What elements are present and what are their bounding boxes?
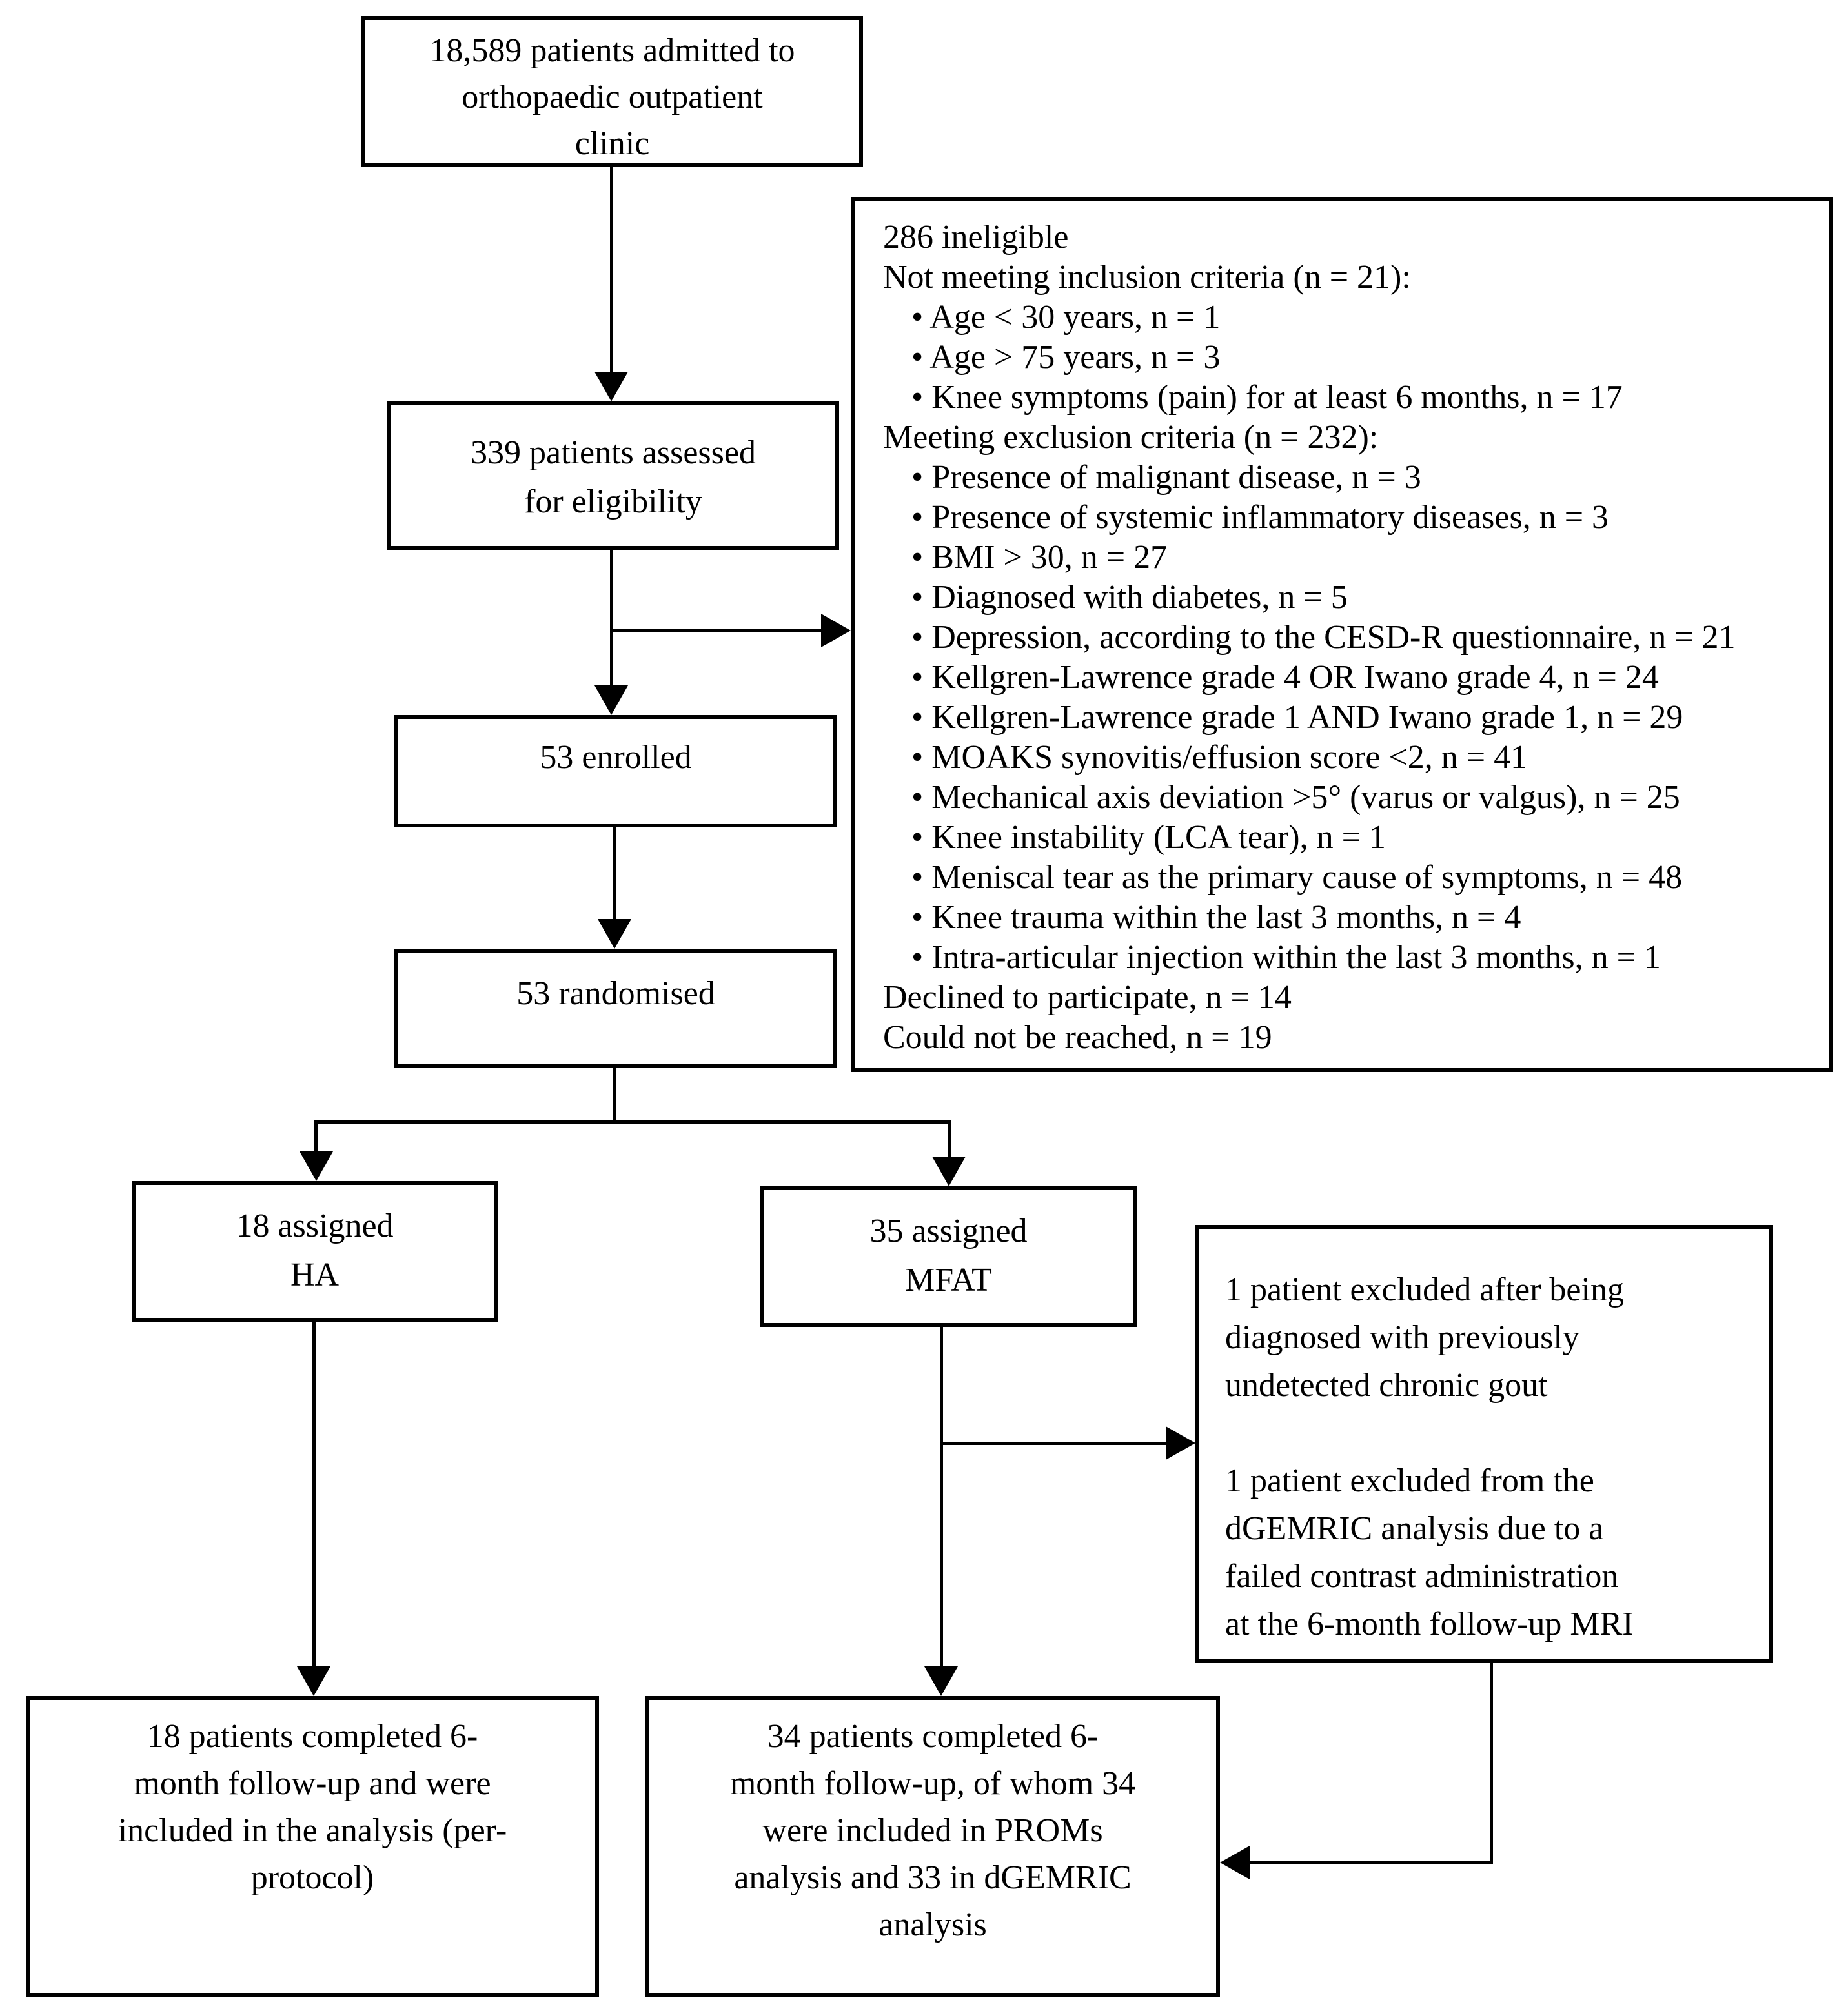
ineligible-line: 286 ineligible (883, 219, 1069, 256)
box-assessed-line: for eligibility (524, 483, 702, 520)
ineligible-line: Could not be reached, n = 19 (883, 1019, 1272, 1056)
box-randomised-label: 53 randomised (516, 975, 715, 1012)
flow-line-ha-completed (312, 1322, 316, 1670)
ineligible-line: • Presence of malignant disease, n = 3 (911, 459, 1421, 496)
ineligible-line: • Age > 75 years, n = 3 (911, 339, 1221, 376)
box-admitted: 18,589 patients admitted to orthopaedic … (361, 16, 863, 167)
ineligible-line: • Mechanical axis deviation >5° (varus o… (911, 779, 1680, 816)
assigned-ha-line: 18 assigned (236, 1208, 394, 1244)
box-assigned-mfat: 35 assigned MFAT (760, 1186, 1137, 1327)
paragraph-gap (1199, 1410, 1769, 1457)
flow-line-split-ha (314, 1120, 318, 1155)
ineligible-line: • Knee trauma within the last 3 months, … (911, 899, 1521, 936)
completed-mfat-line: 34 patients completed 6- (767, 1718, 1099, 1755)
arrowhead-into-completed-mfat (924, 1666, 958, 1696)
box-assessed-line: 339 patients assessed (471, 434, 756, 471)
excluded-line: diagnosed with previously (1225, 1319, 1579, 1356)
completed-mfat-line: analysis and 33 in dGEMRIC (734, 1859, 1132, 1896)
excluded-line: at the 6-month follow-up MRI (1225, 1606, 1634, 1642)
excluded-line: undetected chronic gout (1225, 1367, 1548, 1404)
arrowhead-into-assigned-mfat (932, 1157, 966, 1186)
ineligible-line: • Knee symptoms (pain) for at least 6 mo… (911, 379, 1623, 416)
ineligible-line: • Presence of systemic inflammatory dise… (911, 499, 1609, 536)
arrowhead-into-ineligible (821, 614, 851, 647)
arrowhead-into-completed-mfat-side (1220, 1846, 1250, 1879)
completed-mfat-line: month follow-up, of whom 34 (729, 1765, 1136, 1802)
ineligible-line: Meeting exclusion criteria (n = 232): (883, 419, 1379, 456)
arrowhead-into-excluded (1166, 1426, 1195, 1460)
ineligible-line: • Meniscal tear as the primary cause of … (911, 859, 1683, 896)
flow-line-to-ineligible (610, 629, 826, 632)
ineligible-line: • Diagnosed with diabetes, n = 5 (911, 579, 1348, 616)
ineligible-line: • BMI > 30, n = 27 (911, 539, 1168, 576)
flow-line-mfat-completed (940, 1327, 943, 1670)
excluded-line: 1 patient excluded from the (1225, 1462, 1594, 1499)
flow-line-admitted-assessed (610, 167, 613, 374)
flow-line-assessed-enrolled (610, 550, 613, 688)
box-completed-mfat: 34 patients completed 6- month follow-up… (645, 1696, 1220, 1997)
flow-line-enrolled-randomised (613, 827, 616, 923)
box-enrolled-label: 53 enrolled (540, 739, 692, 776)
excluded-line: failed contrast administration (1225, 1558, 1619, 1595)
assigned-mfat-line: MFAT (905, 1262, 992, 1299)
flow-line-excluded-down (1490, 1663, 1493, 1864)
box-ineligible: 286 ineligible Not meeting inclusion cri… (851, 197, 1833, 1072)
box-excluded: 1 patient excluded after being diagnosed… (1195, 1225, 1773, 1663)
box-assigned-ha: 18 assigned HA (132, 1181, 498, 1322)
box-assessed: 339 patients assessed for eligibility (387, 401, 839, 550)
ineligible-line: • Knee instability (LCA tear), n = 1 (911, 819, 1386, 856)
arrowhead-into-completed-ha (297, 1666, 330, 1696)
box-randomised: 53 randomised (394, 949, 837, 1068)
flow-line-split-mfat (948, 1120, 951, 1160)
completed-ha-line: 18 patients completed 6- (147, 1718, 478, 1755)
excluded-line: 1 patient excluded after being (1225, 1271, 1624, 1308)
flow-line-excluded-left (1248, 1861, 1493, 1864)
ineligible-line: • MOAKS synovitis/effusion score <2, n =… (911, 739, 1528, 776)
flow-line-randomised-split (613, 1068, 616, 1124)
assigned-mfat-line: 35 assigned (869, 1213, 1028, 1249)
excluded-line: dGEMRIC analysis due to a (1225, 1510, 1604, 1547)
ineligible-line: • Kellgren-Lawrence grade 1 AND Iwano gr… (911, 699, 1683, 736)
flow-line-split-horizontal (314, 1120, 951, 1124)
assigned-ha-line: HA (290, 1257, 340, 1293)
ineligible-line: • Depression, according to the CESD-R qu… (911, 619, 1736, 656)
ineligible-line: • Intra-articular injection within the l… (911, 939, 1661, 976)
completed-ha-line: included in the analysis (per- (117, 1812, 507, 1849)
arrowhead-into-assigned-ha (300, 1151, 333, 1181)
arrowhead-into-randomised (598, 919, 631, 949)
box-admitted-line: orthopaedic outpatient (462, 79, 763, 116)
flow-line-to-excluded (940, 1442, 1171, 1445)
ineligible-line: • Kellgren-Lawrence grade 4 OR Iwano gra… (911, 659, 1659, 696)
completed-ha-line: protocol) (250, 1859, 374, 1896)
completed-mfat-line: were included in PROMs (762, 1812, 1103, 1849)
box-completed-ha: 18 patients completed 6- month follow-up… (26, 1696, 599, 1997)
ineligible-line: Declined to participate, n = 14 (883, 979, 1292, 1016)
ineligible-line: Not meeting inclusion criteria (n = 21): (883, 259, 1411, 296)
box-admitted-line: clinic (574, 125, 650, 162)
arrowhead-into-assessed (594, 372, 628, 401)
completed-ha-line: month follow-up and were (134, 1765, 491, 1802)
completed-mfat-line: analysis (878, 1906, 987, 1943)
box-enrolled: 53 enrolled (394, 715, 837, 827)
box-admitted-line: 18,589 patients admitted to (429, 32, 795, 69)
ineligible-line: • Age < 30 years, n = 1 (911, 299, 1221, 336)
arrowhead-into-enrolled (594, 685, 628, 715)
